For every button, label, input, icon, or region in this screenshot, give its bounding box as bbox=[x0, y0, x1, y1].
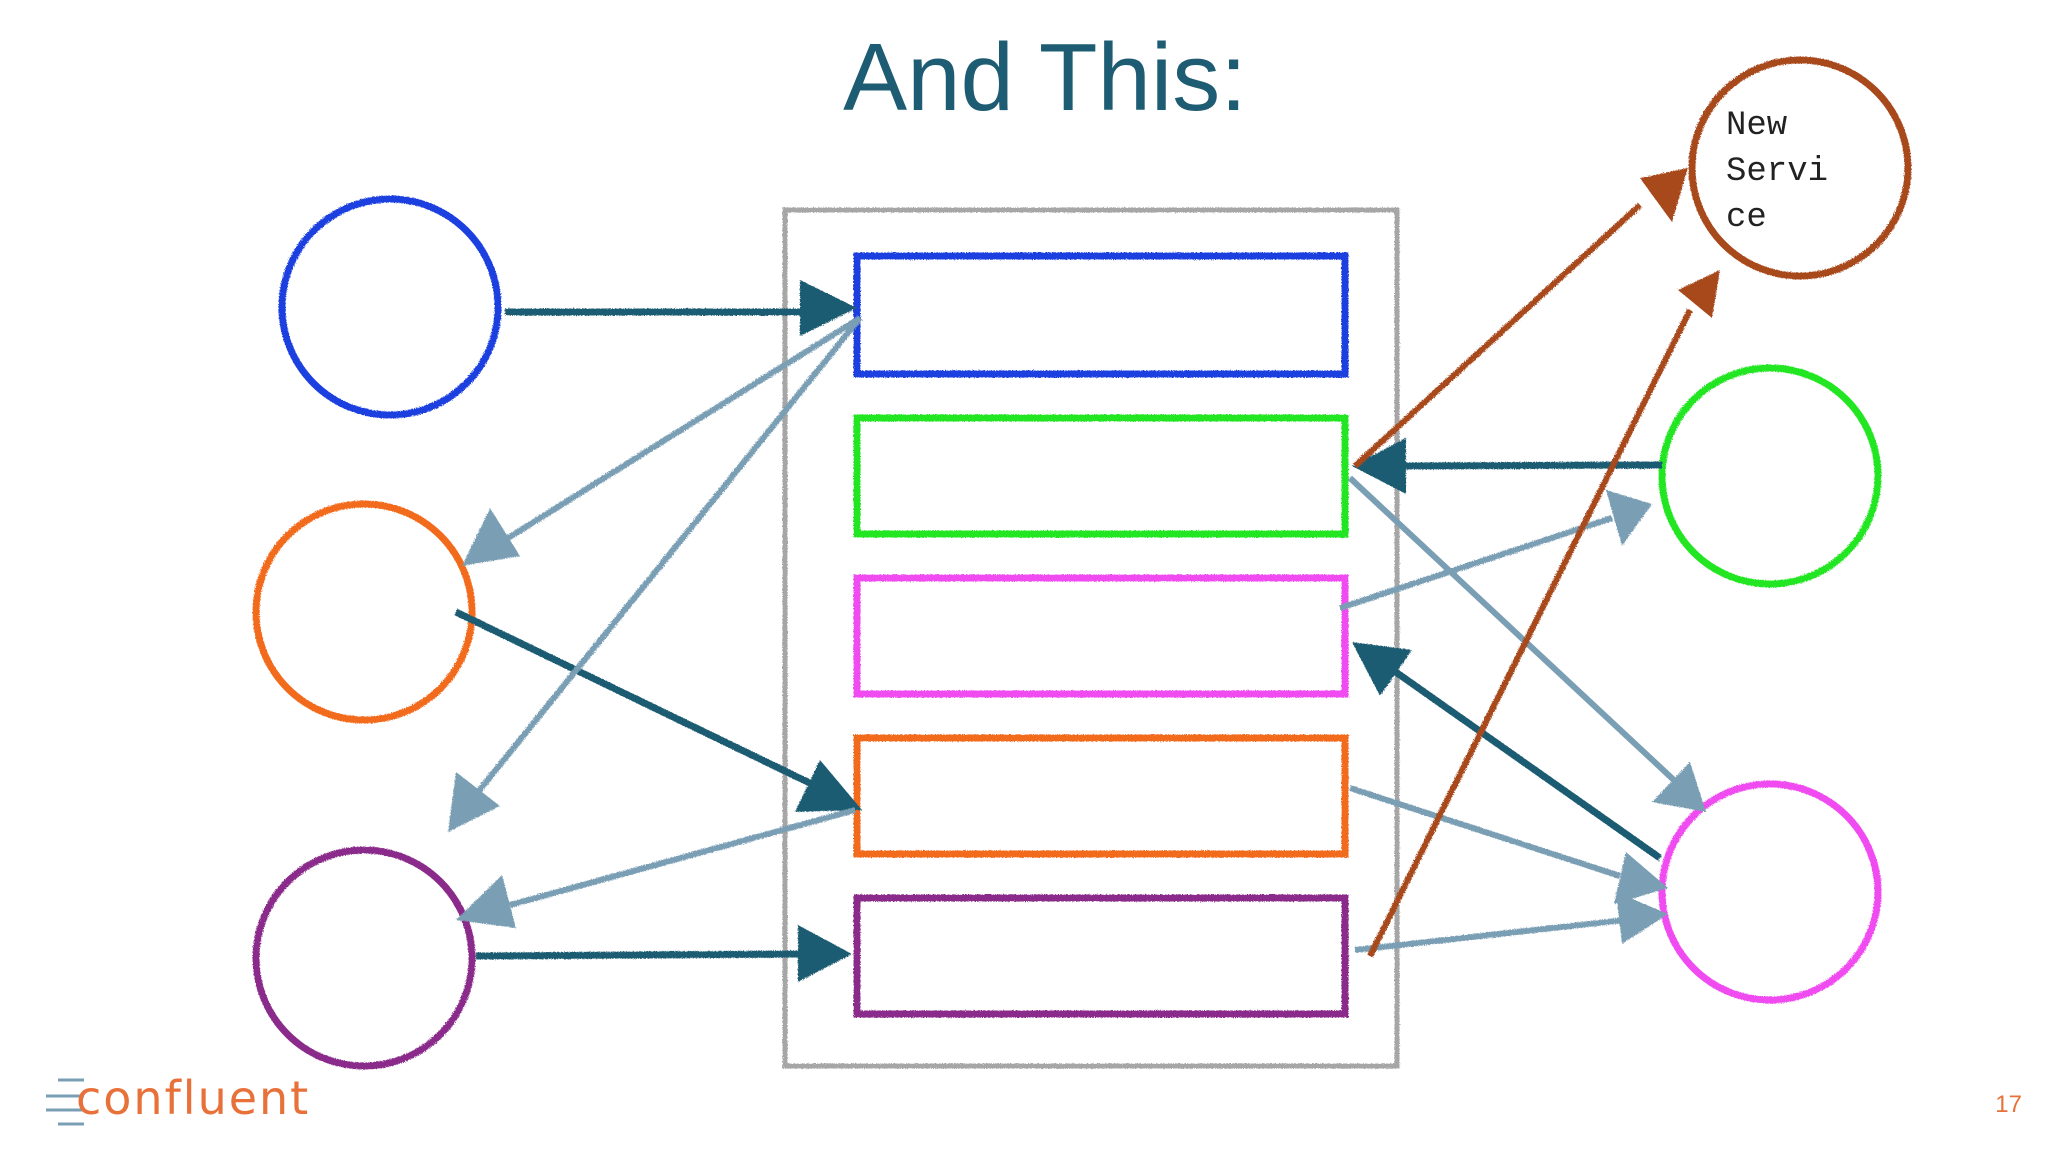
topic-bar-green bbox=[853, 414, 1349, 538]
arrow-magenta-topic-to-green bbox=[1339, 490, 1652, 611]
arrow-magenta-to-magenta-topic bbox=[1352, 642, 1663, 861]
service-circle-magenta bbox=[1658, 780, 1882, 1004]
confluent-logo-text: confluent bbox=[76, 1071, 310, 1125]
new-service-label-line: Servi bbox=[1726, 153, 1828, 191]
topic-bar-magenta bbox=[853, 574, 1349, 698]
topic-bar-purple bbox=[853, 894, 1349, 1018]
new-service-label: New Servi ce bbox=[1726, 107, 1848, 237]
confluent-logo: confluent bbox=[46, 1071, 310, 1126]
arrow-orange-topic-to-magenta bbox=[1349, 785, 1668, 904]
arrow-blue-topic-to-purple bbox=[448, 316, 863, 832]
new-service-label-line: New bbox=[1726, 107, 1788, 145]
confluent-logo-icon bbox=[46, 1078, 84, 1126]
service-circle-blue bbox=[278, 195, 502, 419]
event-log-container bbox=[782, 207, 1400, 1069]
service-circle-orange bbox=[252, 500, 476, 724]
slide-title: And This: bbox=[843, 24, 1247, 131]
arrow-new-service-green-topic bbox=[1352, 168, 1688, 469]
arrow-purple-to-purple-topic bbox=[475, 925, 852, 982]
topic-bar-orange bbox=[853, 734, 1349, 858]
new-service-circle bbox=[1688, 56, 1912, 280]
arrow-orange-topic-to-purple bbox=[456, 807, 856, 928]
arrow-orange-to-orange-topic bbox=[454, 608, 862, 812]
arrow-purple-topic-to-magenta bbox=[1354, 892, 1668, 953]
topic-bar-blue bbox=[853, 252, 1349, 378]
page-number: 17 bbox=[1995, 1091, 2022, 1118]
service-circle-green bbox=[1658, 364, 1882, 588]
arrow-green-to-green-topic bbox=[1352, 438, 1663, 494]
arrow-blue-to-blue-topic bbox=[505, 280, 857, 336]
new-service-label-line: ce bbox=[1726, 199, 1767, 237]
arrow-green-topic-to-magenta bbox=[1347, 475, 1706, 812]
arrow-purple-topic-to-new-service bbox=[1367, 270, 1720, 958]
service-circle-purple bbox=[252, 846, 476, 1070]
arrow-blue-topic-to-orange bbox=[462, 315, 862, 566]
